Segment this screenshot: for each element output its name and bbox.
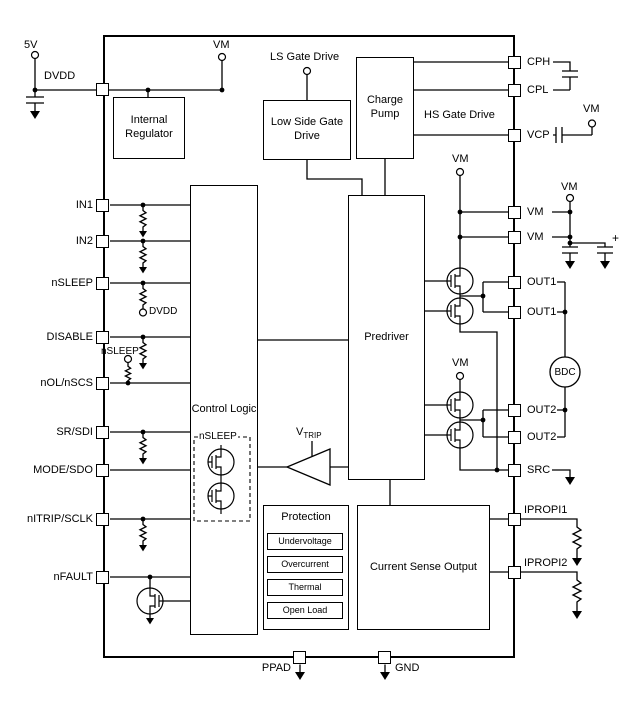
pin-label-sr-sdi: SR/SDI <box>56 426 93 438</box>
label-vtrip: VTRIP <box>296 425 322 443</box>
mosfet-icon <box>207 482 235 510</box>
pin-mode-sdo <box>96 464 109 477</box>
protection-item-overcurrent: Overcurrent <box>267 556 343 573</box>
label-cap-plus: + <box>612 231 620 245</box>
pin-label-vm-2: VM <box>526 230 545 244</box>
pin-label-ipropi1: IPROPI1 <box>524 504 568 516</box>
pin-nol-nscs <box>96 377 109 390</box>
label-vm-bridge-a: VM <box>452 153 469 165</box>
pin-label-in2: IN2 <box>75 235 93 247</box>
pin-label-cph: CPH <box>526 55 552 69</box>
label-vm-bridge-b: VM <box>452 357 469 369</box>
pin-nitrip-sclk <box>96 513 109 526</box>
pin-out1-1 <box>508 276 521 289</box>
pin-label-src: SRC <box>526 463 552 477</box>
pin-label-nsleep: nSLEEP <box>51 277 93 289</box>
pin-label-nol-nscs: nOL/nSCS <box>40 377 93 389</box>
block-current-sense-output: Current Sense Output <box>357 505 490 630</box>
pin-cpl <box>508 84 521 97</box>
pin-label-dvdd: DVDD <box>44 70 76 82</box>
block-protection: Protection Undervoltage Overcurrent Ther… <box>263 505 349 630</box>
protection-title: Protection <box>281 511 331 523</box>
mosfet-icon <box>207 448 235 476</box>
protection-item-undervoltage: Undervoltage <box>267 533 343 550</box>
vtrip-base: V <box>296 426 304 438</box>
pin-label-nfault: nFAULT <box>53 571 93 583</box>
label-vm-top: VM <box>213 39 230 51</box>
pin-vm-1 <box>508 206 521 219</box>
pin-dvdd <box>96 83 109 96</box>
net-terminals <box>30 50 597 381</box>
label-nsleep-gate-box: nSLEEP <box>198 430 238 444</box>
label-hs-gate-drive: HS Gate Drive <box>424 109 495 121</box>
pin-label-disable: DISABLE <box>46 331 93 343</box>
junction-dots <box>32 87 573 580</box>
label-bdc-motor: BDC <box>554 367 576 378</box>
label-vm-supply: VM <box>561 181 578 193</box>
pin-ipropi2 <box>508 566 521 579</box>
label-nsleep-pullup: nSLEEP <box>101 346 139 357</box>
pin-disable <box>96 331 109 344</box>
motor-circle <box>549 356 581 388</box>
pin-label-vm-1: VM <box>526 205 545 219</box>
ic-boundary <box>103 35 515 658</box>
pin-label-vcp: VCP <box>526 128 551 142</box>
block-control-logic: Control Logic <box>190 185 258 635</box>
pin-nsleep <box>96 277 109 290</box>
pin-label-nitrip-sclk: nITRIP/SCLK <box>26 513 93 525</box>
pin-label-cpl: CPL <box>526 83 550 97</box>
pin-ppad <box>293 651 306 664</box>
pin-vcp <box>508 129 521 142</box>
pin-label-mode-sdo: MODE/SDO <box>33 464 93 476</box>
block-charge-pump: Charge Pump <box>356 57 414 159</box>
pin-label-ipropi2: IPROPI2 <box>524 557 568 569</box>
pin-label-ppad: PPAD <box>261 662 291 674</box>
comparator-icon <box>285 448 331 486</box>
pin-out1-2 <box>508 306 521 319</box>
pin-label-out2-2: OUT2 <box>526 430 558 444</box>
pin-sr-sdi <box>96 426 109 439</box>
pin-label-out1-1: OUT1 <box>526 275 558 289</box>
label-ls-gate-drive: LS Gate Drive <box>270 51 340 63</box>
pin-gnd <box>378 651 391 664</box>
pin-in2 <box>96 235 109 248</box>
label-vm-vcp: VM <box>583 103 600 115</box>
pin-out2-2 <box>508 431 521 444</box>
pin-label-out2-1: OUT2 <box>526 403 558 417</box>
block-low-side-gate-drive: Low Side Gate Drive <box>263 100 351 160</box>
block-internal-regulator: Internal Regulator <box>113 97 185 159</box>
pin-label-out1-2: OUT1 <box>526 305 558 319</box>
protection-item-thermal: Thermal <box>267 579 343 596</box>
pin-in1 <box>96 199 109 212</box>
pin-label-in1: IN1 <box>75 199 93 211</box>
protection-item-open-load: Open Load <box>267 602 343 619</box>
pin-cph <box>508 56 521 69</box>
label-5v: 5V <box>24 39 38 51</box>
block-predriver: Predriver <box>348 195 425 480</box>
pin-src <box>508 464 521 477</box>
vtrip-sub: TRIP <box>303 431 322 441</box>
pin-label-gnd: GND <box>395 662 420 674</box>
pin-nfault <box>96 571 109 584</box>
pin-vm-2 <box>508 231 521 244</box>
pin-ipropi1 <box>508 513 521 526</box>
pin-out2-1 <box>508 404 521 417</box>
label-dvdd-pullup: DVDD <box>149 306 178 317</box>
